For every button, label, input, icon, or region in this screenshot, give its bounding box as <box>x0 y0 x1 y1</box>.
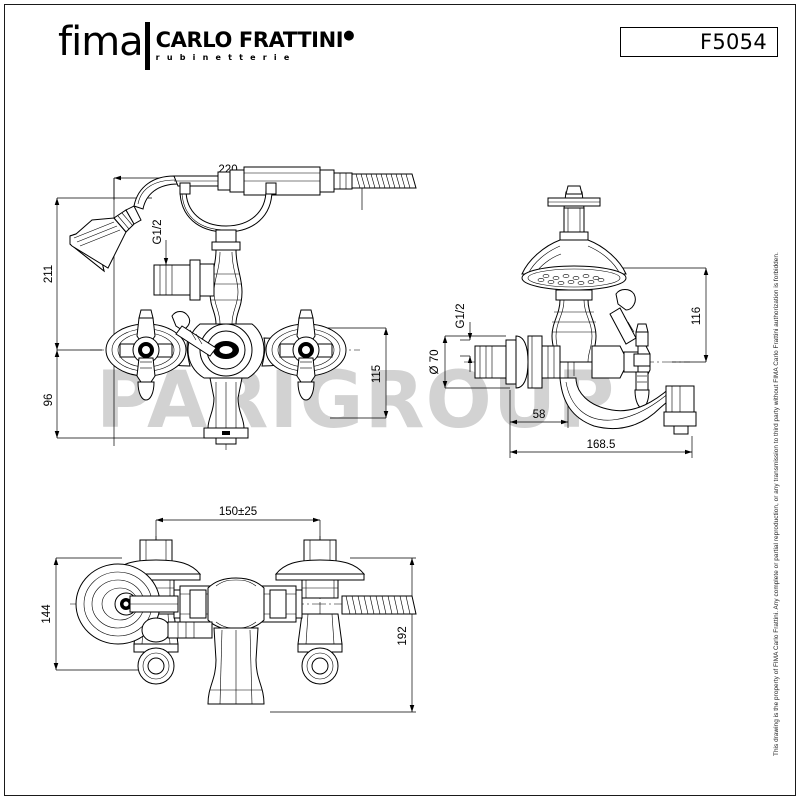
dimension-diameter-70-label: Ø 70 <box>429 350 441 375</box>
dimension-96-label: 96 <box>43 394 55 407</box>
dimension-g12-side-label: G1/2 <box>455 304 467 329</box>
dimension-overall-projection: 168.5 <box>509 428 693 458</box>
shower-head <box>521 185 627 291</box>
dimension-shower-height: 116 <box>616 267 709 363</box>
copyright-text: This drawing is the property of FIMA Car… <box>773 252 780 756</box>
handset-handle-body <box>217 166 353 196</box>
dimension-handle-height: 115 <box>320 327 389 419</box>
handle-profile-side <box>591 323 651 409</box>
dimension-overall-height: 211 <box>43 198 60 350</box>
diverter-lever-side <box>609 289 637 345</box>
handset-cradle <box>179 182 277 233</box>
dimension-116-label: 116 <box>691 307 703 325</box>
top-plan-drawing: 150±25 144 192 <box>30 490 450 720</box>
crossbar-body-plan <box>173 577 303 631</box>
flexible-hose-plan <box>341 595 417 615</box>
wall-inlet-union <box>474 335 561 389</box>
dimension-115-label: 115 <box>371 365 383 383</box>
bath-spout <box>559 377 697 435</box>
product-code-box: F5054 <box>620 27 778 57</box>
outlet-spout <box>203 377 249 445</box>
dimension-211-label: 211 <box>43 265 55 283</box>
valve-right-plan <box>274 539 366 685</box>
callout-g12-thread-side: G1/2 <box>455 304 473 372</box>
handle-left <box>105 309 187 401</box>
dimension-height-below-axis: 96 <box>43 350 60 438</box>
logo-carlo-frattini-text: CARLO FRATTINI● <box>155 25 355 52</box>
flexible-hose <box>351 173 417 189</box>
logo-registered-dot: ● <box>343 28 355 43</box>
handset-shower-head <box>69 175 219 273</box>
handset-plan <box>75 563 179 645</box>
dimension-depth-left: 144 <box>41 557 140 671</box>
logo-text-group: CARLO FRATTINI● rubinetterie <box>155 22 355 63</box>
logo-divider-bar <box>144 22 150 70</box>
logo-tagline: rubinetterie <box>155 53 297 62</box>
side-elevation-drawing: 116 Ø 70 G1/2 <box>420 150 780 480</box>
brand-logo: fima CARLO FRATTINI● rubinetterie <box>58 19 355 70</box>
copyright-notice: This drawing is the property of FIMA Car… <box>773 252 794 756</box>
logo-fima-text: fima <box>58 19 144 65</box>
dimension-centres-spread: 150±25 <box>155 506 321 548</box>
spout-plan <box>207 627 265 705</box>
dimension-g12-label: G1/2 <box>152 220 164 245</box>
riser-column <box>209 229 243 325</box>
dimension-192-label: 192 <box>397 626 409 645</box>
dimension-58-label: 58 <box>533 409 546 421</box>
dimension-depth-right: 192 <box>270 557 416 713</box>
diverter-lever-plan <box>141 617 213 643</box>
dimension-wall-to-body: 58 <box>509 362 569 428</box>
product-code-label: F5054 <box>699 30 767 54</box>
dimension-168-5-label: 168.5 <box>587 439 616 451</box>
page-header: fima CARLO FRATTINI● rubinetterie F5054 <box>0 0 800 80</box>
front-elevation-drawing: 220 211 96 <box>30 150 430 470</box>
dimension-flange-diameter: Ø 70 <box>429 335 510 389</box>
diverter-lever <box>171 311 217 357</box>
logo-carlo-frattini-label: CARLO FRATTINI <box>155 28 344 52</box>
dimension-150-25-label: 150±25 <box>219 506 257 518</box>
dimension-144-label: 144 <box>41 604 53 624</box>
inlet-stub-left <box>153 259 215 301</box>
handle-right <box>265 309 347 401</box>
